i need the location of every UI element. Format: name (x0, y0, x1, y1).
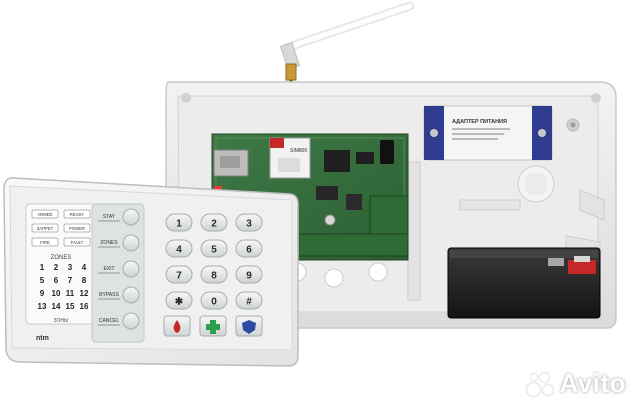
function-key-label: ZONES (100, 240, 118, 246)
zone-number: 1 (40, 263, 45, 272)
status-label: FAULT (71, 240, 84, 245)
digit-key-label: 5 (211, 245, 217, 256)
zone-number: 11 (66, 289, 75, 298)
control-board: SIM800 (211, 133, 409, 261)
status-indicator: FIRE (31, 237, 59, 247)
zone-number: 7 (68, 276, 73, 285)
zone-number: 10 (52, 289, 61, 298)
function-key-label: EXIT (103, 266, 114, 272)
function-key-label: BYPASS (99, 292, 119, 298)
function-key-4[interactable]: BYPASS (98, 286, 140, 304)
avito-logo-icon (525, 371, 555, 397)
watermark-text: Avito (559, 368, 626, 398)
zone-number: 4 (82, 263, 87, 272)
digit-key-label: 3 (246, 219, 252, 230)
fire-button[interactable] (163, 315, 191, 337)
digit-key-label: 7 (176, 271, 182, 282)
zone-number: 15 (66, 302, 75, 311)
status-label: FIRE (40, 240, 50, 245)
digit-key-label: ✱ (175, 297, 184, 308)
digit-key-label: 0 (211, 297, 217, 308)
police-button[interactable] (235, 315, 263, 337)
digit-key[interactable]: 3 (235, 213, 263, 232)
digit-key[interactable]: 6 (235, 239, 263, 258)
status-indicator: READY (63, 209, 91, 219)
zone-number: 13 (38, 302, 47, 311)
zone-number: 3 (68, 263, 73, 272)
digit-key[interactable]: # (235, 291, 263, 310)
adapter-label: АДАПТЕР ПИТАНИЯ (452, 119, 507, 125)
status-indicator: ЗАПРЕТ (31, 223, 59, 233)
function-key-label: STAY (103, 214, 116, 220)
mount-hole (181, 93, 191, 103)
mount-hole (591, 93, 601, 103)
function-key-1[interactable]: STAY (98, 208, 140, 226)
digit-key[interactable]: 4 (165, 239, 193, 258)
tamper-switch (517, 165, 555, 203)
status-label: READY (70, 212, 85, 217)
zone-number: 12 (80, 289, 89, 298)
terminal-block (289, 195, 409, 257)
function-key-5[interactable]: CANCEL (98, 312, 140, 330)
keypad-brand: ntm (36, 335, 49, 342)
zone-number: 14 (52, 302, 61, 311)
digit-key[interactable]: 2 (200, 213, 228, 232)
zone-number: 6 (54, 276, 59, 285)
digit-key-label: 8 (211, 271, 217, 282)
digit-key-label: 4 (176, 245, 182, 256)
digit-key[interactable]: 1 (165, 213, 193, 232)
status-indicator: FAULT (63, 237, 91, 247)
medical-button[interactable] (199, 315, 227, 337)
knockout-hole (324, 268, 344, 288)
digit-key-label: 1 (176, 219, 182, 230)
zone-number: 16 (80, 302, 89, 311)
status-label: POWER (69, 226, 85, 231)
digit-key[interactable]: 5 (200, 239, 228, 258)
backup-battery (447, 247, 601, 319)
zones-footer: ЗОНЫ (54, 318, 69, 324)
status-label: ARMED (37, 212, 52, 217)
digit-key-label: # (246, 297, 252, 308)
digit-key[interactable]: 9 (235, 265, 263, 284)
zones-title: ZONES (51, 255, 72, 261)
digit-key-label: 9 (246, 271, 252, 282)
status-indicator: ARMED (31, 209, 59, 219)
gsm-module-label: SIM800 (290, 148, 307, 154)
avito-watermark: Avito (525, 368, 626, 399)
zone-number: 9 (40, 289, 45, 298)
digit-key[interactable]: ✱ (165, 291, 193, 310)
digit-key[interactable]: 8 (200, 265, 228, 284)
zone-number: 2 (54, 263, 59, 272)
function-key-3[interactable]: EXIT (98, 260, 140, 278)
digit-key-label: 6 (246, 245, 252, 256)
status-label: ЗАПРЕТ (37, 226, 54, 231)
gsm-module: SIM800 (269, 137, 311, 179)
zone-number: 8 (82, 276, 87, 285)
status-indicator: POWER (63, 223, 91, 233)
digit-key[interactable]: 0 (200, 291, 228, 310)
digit-key-label: 2 (211, 219, 217, 230)
zone-number: 5 (40, 276, 45, 285)
function-key-label: CANCEL (99, 318, 120, 324)
digit-key[interactable]: 7 (165, 265, 193, 284)
function-key-2[interactable]: ZONES (98, 234, 140, 252)
power-adapter: АДАПТЕР ПИТАНИЯ (423, 105, 553, 161)
gsm-antenna (279, 1, 415, 131)
knockout-hole (368, 262, 388, 282)
